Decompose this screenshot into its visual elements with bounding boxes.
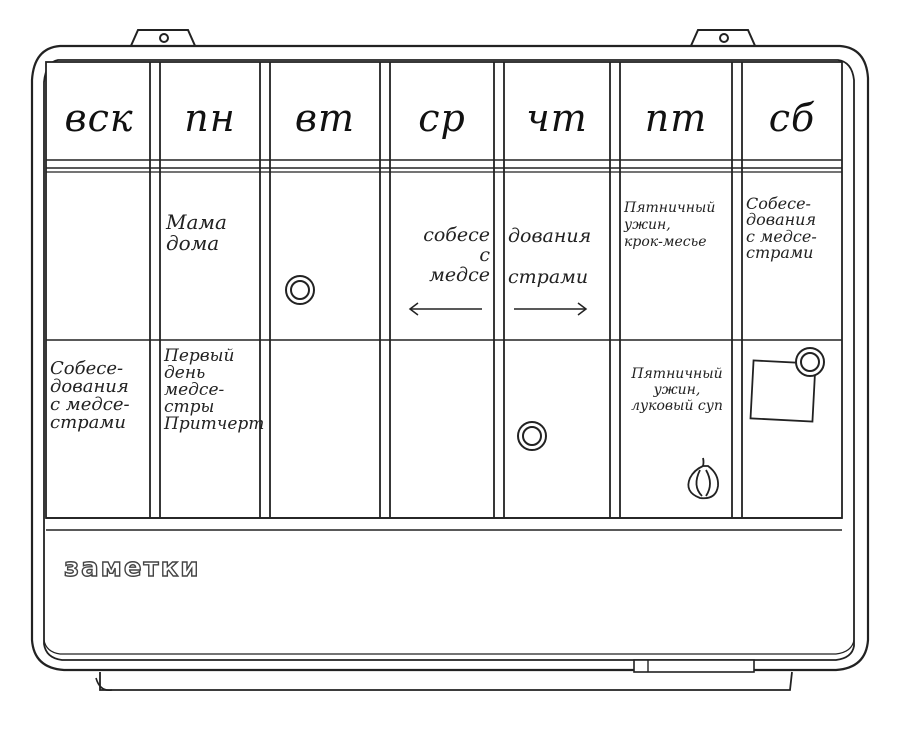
magnet-icon xyxy=(285,275,315,305)
note-wed-top: собесе с медсе xyxy=(423,224,490,286)
note-mon-bottom: Первый день медсе- стры Притчерт xyxy=(164,346,265,434)
note-sun-bottom: Собесе- дования с медсе- страми xyxy=(50,358,130,433)
magnet-icon xyxy=(795,347,825,377)
notes-title: заметки xyxy=(63,552,201,583)
day-header-tue: вт xyxy=(294,96,356,140)
day-header-sat: сб xyxy=(768,96,816,140)
note-mon-top: Мама дома xyxy=(166,210,227,255)
day-header-fri: пт xyxy=(644,96,708,140)
day-header-wed: ср xyxy=(418,96,466,140)
magnet-icon xyxy=(517,421,547,451)
day-header-mon: пн xyxy=(184,96,236,140)
note-thu-top: дования страми xyxy=(508,225,592,288)
day-header-sun: вск xyxy=(64,96,134,140)
day-header-thu: чт xyxy=(526,96,588,140)
note-sat-top: Собесе- дования с медсе- страми xyxy=(746,194,817,262)
note-fri-bottom: Пятничный ужин, луковый суп xyxy=(631,366,723,415)
sticky-note-icon xyxy=(749,359,817,423)
onion-icon xyxy=(687,457,719,500)
note-fri-top: Пятничный ужин, крок-месье xyxy=(624,200,716,250)
